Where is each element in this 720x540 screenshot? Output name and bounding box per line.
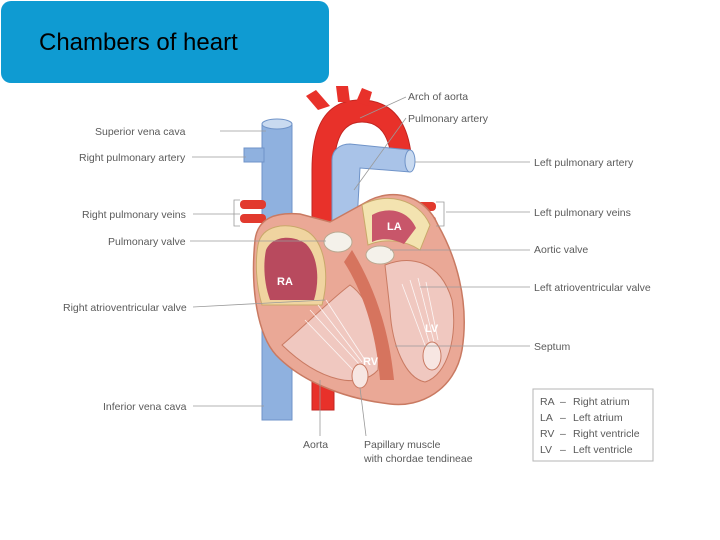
left-pa-end xyxy=(404,149,416,173)
legend-dash: – xyxy=(560,444,566,456)
legend-dash: – xyxy=(560,412,566,424)
label-aorta: Aorta xyxy=(303,439,328,451)
pulmonary-valve-shape xyxy=(323,231,353,253)
label-left-pulmonary-veins: Left pulmonary veins xyxy=(534,207,631,219)
label-chordae-tendineae: with chordae tendineae xyxy=(363,453,473,465)
chordae-tendineae xyxy=(304,277,439,373)
label-right-pulmonary-veins: Right pulmonary veins xyxy=(82,209,186,221)
legend-abbr: RA xyxy=(540,396,555,408)
legend-abbr: RV xyxy=(540,428,554,440)
legend-text: Right atrium xyxy=(573,396,630,408)
label-papillary-muscle: Papillary muscle xyxy=(364,439,441,451)
label-superior-vena-cava: Superior vena cava xyxy=(95,126,186,138)
chamber-rv: RV xyxy=(363,356,379,368)
label-septum: Septum xyxy=(534,341,570,353)
legend-entries: RA – Right atrium LA – Left atrium RV – … xyxy=(540,396,640,456)
legend-abbr: LV xyxy=(540,444,552,456)
slide-title: Chambers of heart xyxy=(39,29,238,56)
aortic-branch-2 xyxy=(336,86,350,102)
legend-abbr: LA xyxy=(540,412,553,424)
legend-dash: – xyxy=(560,428,566,440)
papillary-muscle-shape-2 xyxy=(422,341,442,371)
label-left-pulmonary-artery: Left pulmonary artery xyxy=(534,157,634,169)
svc-opening xyxy=(261,118,293,130)
label-pulmonary-valve: Pulmonary valve xyxy=(108,236,186,248)
leader-lines xyxy=(190,96,530,437)
legend-dash: – xyxy=(560,396,566,408)
chamber-ra: RA xyxy=(277,276,293,288)
label-arch-of-aorta: Arch of aorta xyxy=(408,91,468,103)
legend-text: Right ventricle xyxy=(573,428,640,440)
legend-box xyxy=(532,388,654,462)
label-right-atrioventricular-valve: Right atrioventricular valve xyxy=(63,302,187,314)
legend-text: Left ventricle xyxy=(573,444,633,456)
right-pulmonary-artery-vessel xyxy=(243,147,265,163)
aortic-valve-shape xyxy=(365,245,395,265)
right-pulmonary-vein-2 xyxy=(240,214,266,223)
label-inferior-vena-cava: Inferior vena cava xyxy=(103,401,187,413)
septum-wall xyxy=(344,250,394,380)
label-pulmonary-artery: Pulmonary artery xyxy=(408,113,489,125)
label-right-pulmonary-artery: Right pulmonary artery xyxy=(79,152,186,164)
label-left-atrioventricular-valve: Left atrioventricular valve xyxy=(534,282,651,294)
right-pulmonary-vein-1 xyxy=(240,200,266,209)
chamber-lv: LV xyxy=(425,323,439,335)
title-box: Chambers of heart xyxy=(1,1,329,83)
chamber-la: LA xyxy=(387,221,402,233)
label-aortic-valve: Aortic valve xyxy=(534,244,588,256)
left-atrium-cavity xyxy=(372,210,416,244)
right-atrium-cavity xyxy=(264,237,318,300)
aortic-branch-3 xyxy=(356,88,372,106)
aortic-branch-1 xyxy=(306,90,330,110)
legend-text: Left atrium xyxy=(573,412,623,424)
